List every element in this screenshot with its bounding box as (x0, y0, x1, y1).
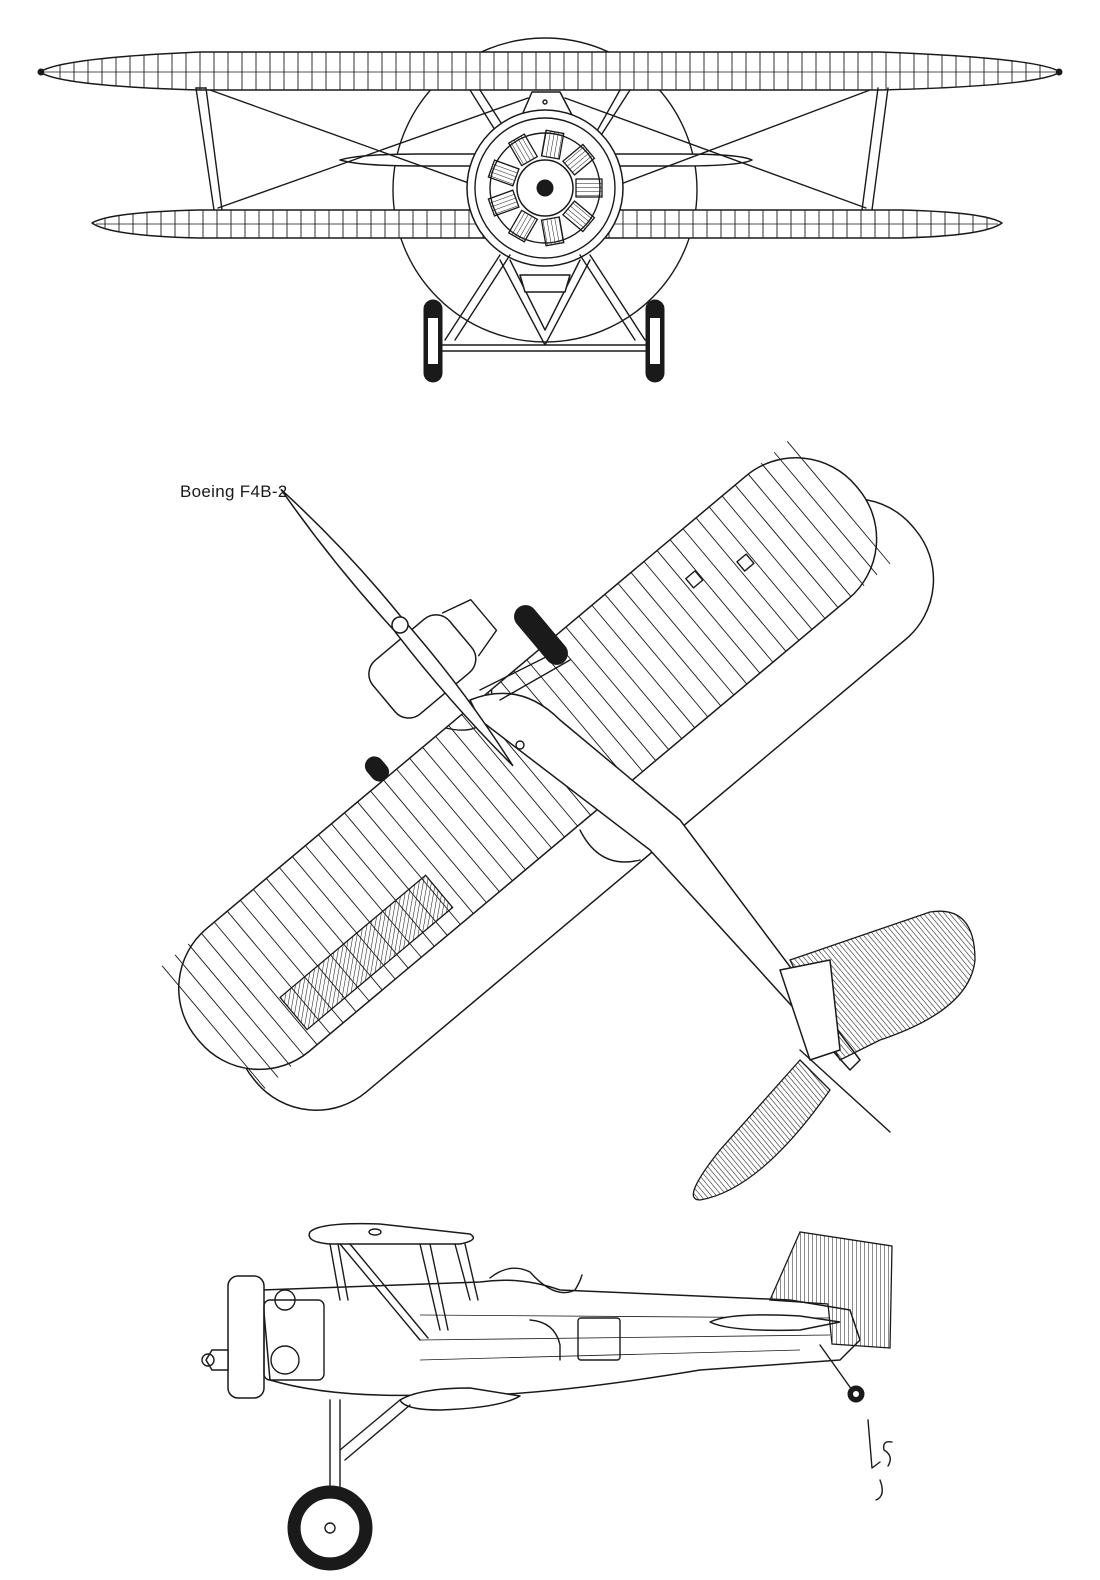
access-panel (577, 1317, 621, 1361)
front-view (37, 37, 1063, 383)
drawing-caption: Boeing F4B-2 (180, 482, 288, 501)
lower-wing-side (399, 1387, 521, 1411)
wheel-plan-right (514, 605, 568, 665)
propeller-plan (280, 488, 514, 767)
propeller-disc (392, 37, 698, 343)
cowling-side (227, 1275, 265, 1399)
side-view (201, 1222, 893, 1571)
landing-gear-front (423, 254, 665, 383)
artist-signature (867, 1419, 893, 1501)
upper-wing-plan (161, 441, 891, 1089)
rudder-side (769, 1231, 893, 1349)
tailplane-plan (692, 910, 976, 1201)
landing-gear-side (287, 1399, 411, 1571)
plan-view (161, 441, 976, 1201)
wheel-plan-left (364, 756, 390, 782)
aileron (279, 874, 454, 1031)
struts-side (329, 1243, 479, 1341)
engine-front (466, 109, 624, 267)
upper-wing-front (37, 51, 1063, 91)
engine-side (263, 1289, 325, 1381)
tail-skid (819, 1344, 865, 1403)
cockpit-side (489, 1267, 583, 1294)
upper-wing-side (308, 1222, 475, 1245)
